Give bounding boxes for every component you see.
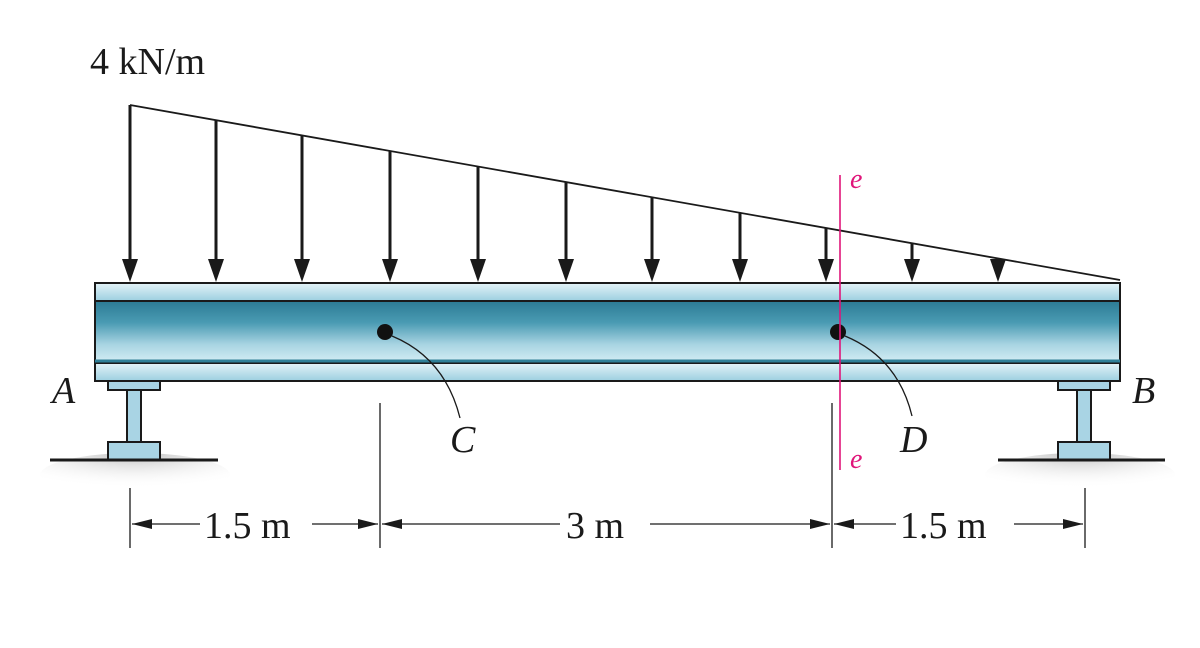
load-arrow [470,166,486,282]
dimension-1 [132,519,378,529]
load-arrows [122,105,1006,282]
support-b-label: B [1132,370,1155,412]
dimension-2 [382,519,830,529]
beam-web [94,300,1121,364]
ground-shadow-left [40,453,230,497]
dimension-label-3: 1.5 m [900,505,987,547]
beam-bottom-flange [94,362,1121,382]
point-c-leader [391,335,461,419]
load-arrow [122,105,138,282]
beam [94,282,1121,382]
load-arrow [732,212,748,282]
load-arrow [208,120,224,282]
support-right [1057,380,1111,461]
dimension-label-1: 1.5 m [204,505,291,547]
dimension-3 [834,519,1083,529]
load-arrow [904,243,920,282]
load-arrow [382,150,398,282]
load-arrow [818,228,834,282]
point-d-leader [844,335,913,417]
load-arrow [644,197,660,282]
ground-shadow-right [985,453,1175,497]
point-c-marker [377,324,393,340]
beam-top-flange [94,282,1121,302]
support-a-label: A [49,370,76,412]
point-d-marker [830,324,846,340]
load-arrow [990,258,1006,282]
point-c-label: C [450,419,476,461]
dimension-label-2: 3 m [566,505,624,547]
load-intensity-label: 4 kN/m [90,41,205,83]
section-top-label: e [850,164,862,195]
load-arrow [294,135,310,282]
section-bottom-label: e [850,444,862,475]
point-d-label: D [899,419,927,461]
load-arrow [558,182,574,282]
load-diagram-outline [129,104,1121,281]
support-left [107,380,161,461]
